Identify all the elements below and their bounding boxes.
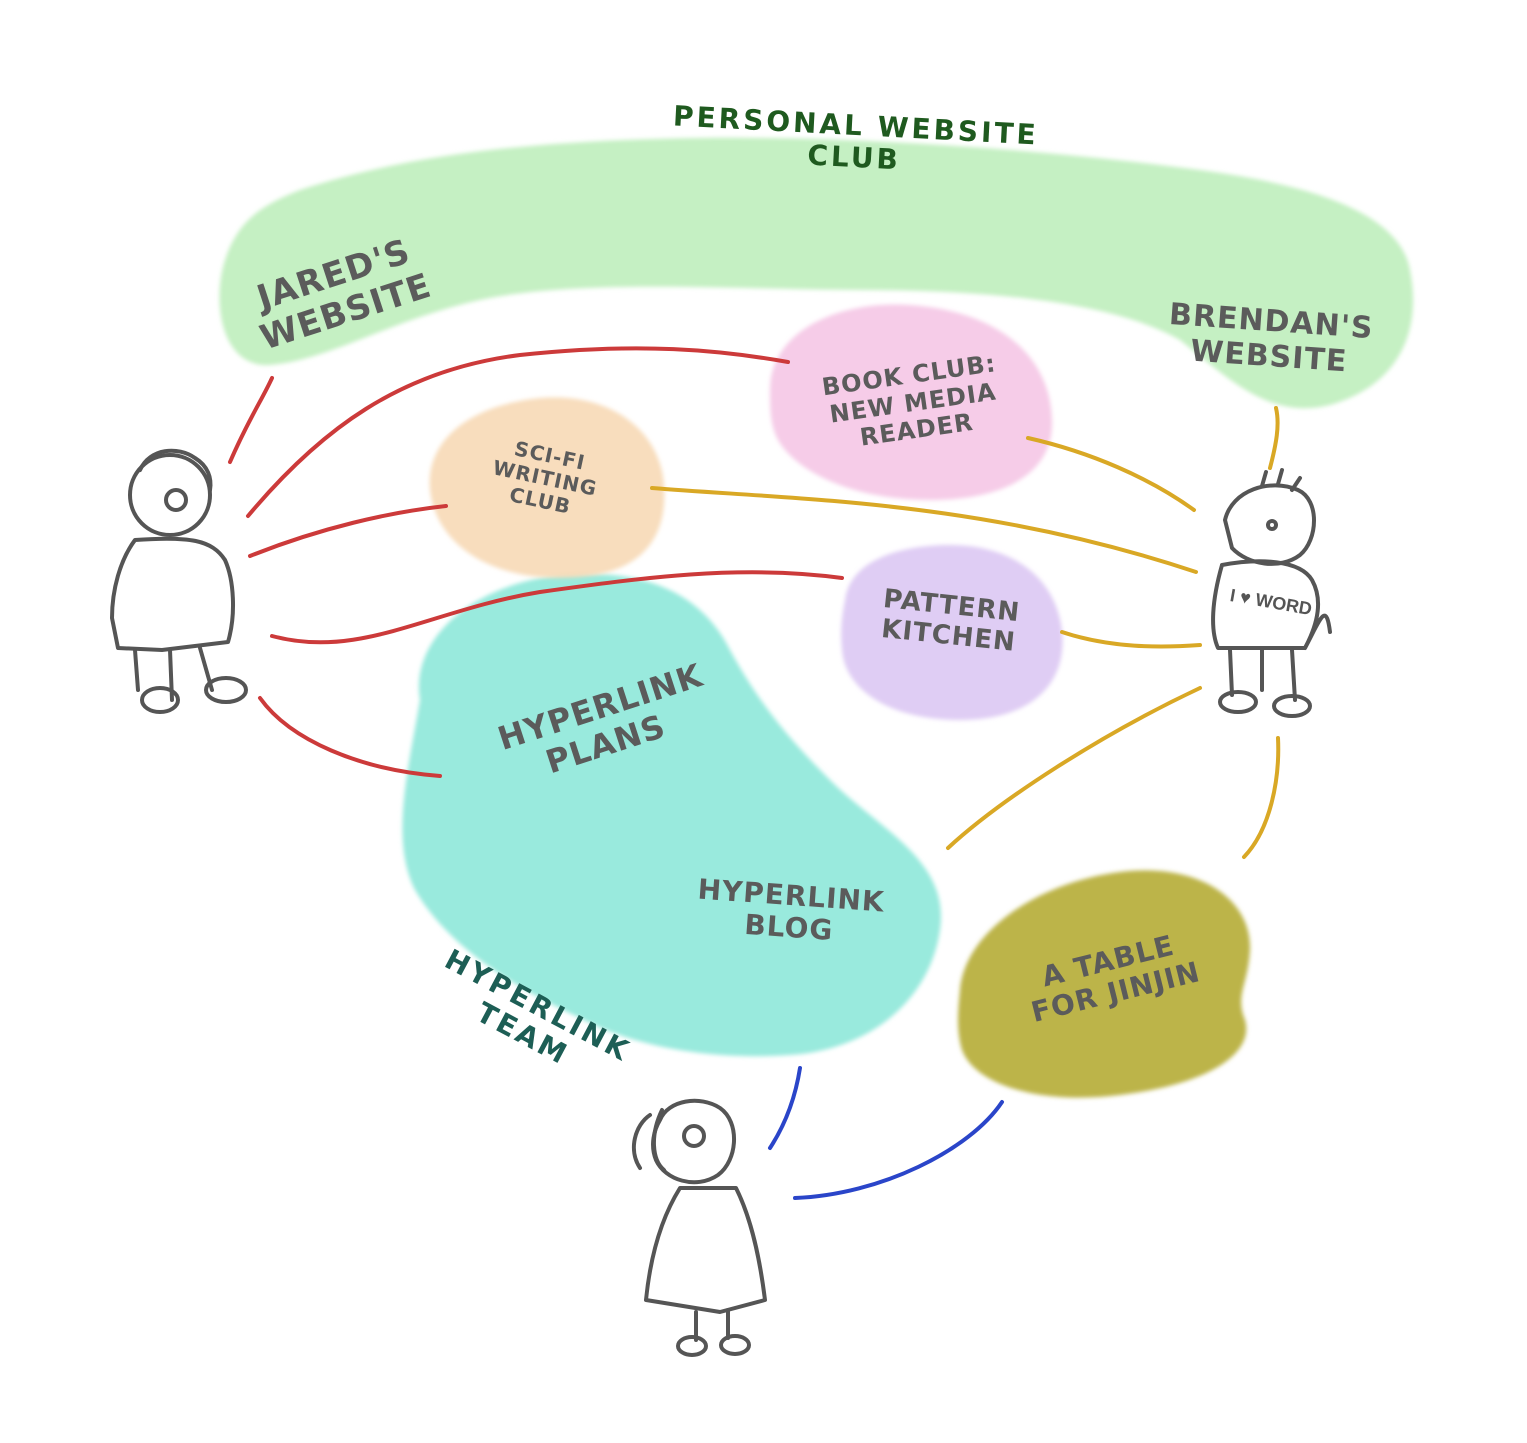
person-right-figure	[1211, 468, 1332, 718]
person-right-shirt-text: I ♥ WORD	[1229, 585, 1314, 619]
person-right-hair	[1260, 468, 1302, 492]
connection-person-bottom-hyperlink-team	[768, 1066, 802, 1150]
connection-person-right-pattern-kitchen	[1060, 630, 1202, 649]
book-club-blob	[770, 304, 1053, 500]
person-left-figure	[110, 448, 248, 714]
person-bottom-figure	[631, 1098, 767, 1357]
person-left-foot-left	[140, 686, 180, 714]
personal-website-club-blob	[219, 137, 1414, 409]
hyperlink-team-blob	[402, 573, 941, 1057]
connection-person-bottom-table-for-jinjin	[793, 1100, 1004, 1200]
person-bottom-legs	[694, 1308, 730, 1342]
connection-person-left-book-club	[246, 346, 790, 518]
person-bottom-body	[644, 1186, 767, 1314]
person-bottom-hair	[631, 1108, 666, 1172]
brendans-website-label: BRENDAN'S WEBSITE	[1167, 296, 1375, 379]
person-right-body	[1211, 559, 1332, 650]
person-right-foot-left	[1218, 690, 1258, 714]
person-left-eye	[164, 488, 188, 512]
connection-person-right-book-club	[1026, 436, 1196, 512]
person-right-eye	[1266, 519, 1278, 531]
person-left-head	[128, 453, 212, 537]
connection-person-left-jareds-website	[228, 376, 274, 464]
connection-person-right-scifi-writing-club	[650, 486, 1198, 574]
connection-person-right-table-for-jinjin	[1242, 736, 1281, 859]
person-left-hair	[138, 448, 213, 492]
person-right-foot-right	[1272, 694, 1312, 718]
scifi-writing-club-blob	[429, 397, 665, 578]
connection-person-left-hyperlink-plans	[258, 696, 442, 778]
connection-person-left-pattern-kitchen	[270, 570, 844, 645]
person-bottom-foot-right	[719, 1334, 751, 1356]
person-left-foot-right	[204, 676, 248, 704]
person-bottom-foot-left	[676, 1335, 708, 1357]
table-for-jinjin-blob	[958, 870, 1251, 1098]
person-bottom-eye	[682, 1124, 706, 1148]
pattern-kitchen-blob	[841, 545, 1063, 720]
connection-person-right-hyperlink-team	[946, 686, 1202, 850]
connection-person-left-scifi-writing-club	[248, 504, 448, 558]
person-right-legs	[1228, 648, 1297, 702]
person-left-body	[110, 536, 235, 652]
connection-person-right-brendans-website	[1268, 406, 1280, 470]
connection-lines	[228, 346, 1281, 1200]
